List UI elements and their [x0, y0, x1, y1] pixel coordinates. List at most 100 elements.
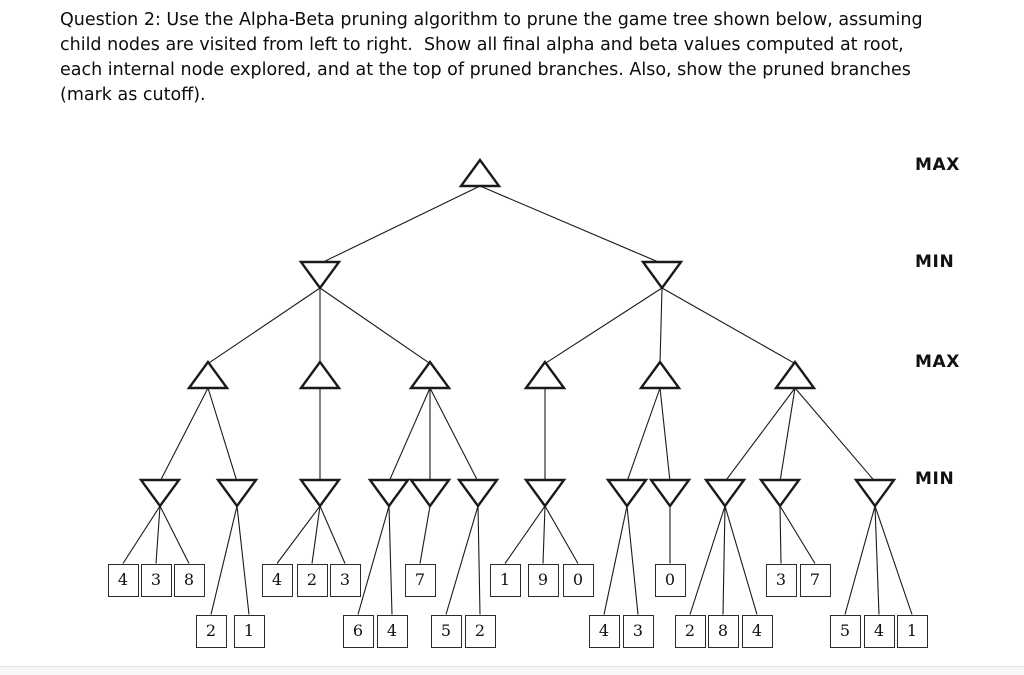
tree-edge	[429, 387, 479, 482]
tree-edge-to-leaf	[159, 505, 190, 564]
max-node-triangle[interactable]	[638, 359, 682, 390]
min-node-triangle[interactable]	[648, 478, 692, 509]
leaf-value-box[interactable]: 1	[233, 614, 265, 648]
tree-edge	[388, 387, 431, 482]
leaf-value-box[interactable]: 2	[195, 614, 227, 648]
leaf-value-box[interactable]: 4	[863, 614, 895, 648]
min-node-triangle[interactable]	[605, 478, 649, 509]
min-node-triangle[interactable]	[456, 478, 500, 509]
leaf-value-box[interactable]: 2	[464, 614, 496, 648]
min-node-triangle[interactable]	[215, 478, 259, 509]
tree-edge-to-leaf	[419, 505, 431, 564]
min-node-triangle[interactable]	[640, 260, 684, 291]
leaf-value-box[interactable]: 2	[674, 614, 706, 648]
question-prompt-text: Question 2: Use the Alpha-Beta pruning a…	[60, 10, 929, 105]
min-node-triangle[interactable]	[758, 478, 802, 509]
leaf-value-box[interactable]: 8	[173, 563, 205, 597]
max-node-triangle[interactable]	[458, 157, 502, 188]
tree-edge-to-leaf	[779, 505, 816, 564]
leaf-value-box[interactable]: 9	[527, 563, 559, 597]
tree-edge	[659, 387, 671, 482]
leaf-value-box[interactable]: 1	[489, 563, 521, 597]
max-node-triangle[interactable]	[186, 359, 230, 390]
max-node-triangle[interactable]	[773, 359, 817, 390]
leaf-value-box[interactable]: 1	[896, 614, 928, 648]
leaf-value-box[interactable]: 6	[342, 614, 374, 648]
tree-edges-group	[122, 185, 913, 615]
leaf-value-box[interactable]: 5	[829, 614, 861, 648]
tree-edge-to-leaf	[210, 505, 238, 615]
min-node-triangle[interactable]	[298, 478, 342, 509]
tree-edge-to-leaf	[779, 505, 782, 564]
max-node-triangle[interactable]	[298, 359, 342, 390]
tree-edge	[319, 287, 431, 365]
leaf-value-box[interactable]: 0	[654, 563, 686, 597]
tree-nodes-group	[138, 157, 897, 509]
tree-edge-to-leaf	[844, 505, 876, 615]
leaf-value-box[interactable]: 4	[376, 614, 408, 648]
tree-edge-to-leaf	[542, 505, 546, 564]
tree-edge-to-leaf	[603, 505, 628, 615]
min-node-triangle[interactable]	[367, 478, 411, 509]
tree-edge	[159, 387, 209, 482]
tree-edge	[207, 287, 321, 365]
leaf-value-box[interactable]: 4	[588, 614, 620, 648]
tree-edge-to-leaf	[689, 505, 726, 615]
level-label-max-0: MAX	[915, 155, 960, 175]
min-node-triangle[interactable]	[298, 260, 342, 291]
leaf-value-box[interactable]: 2	[296, 563, 328, 597]
leaf-value-box[interactable]: 4	[741, 614, 773, 648]
tree-edge-to-leaf	[724, 505, 758, 615]
leaf-value-box[interactable]: 5	[430, 614, 462, 648]
leaf-value-box[interactable]: 0	[562, 563, 594, 597]
min-node-triangle[interactable]	[523, 478, 567, 509]
level-label-max-2: MAX	[915, 352, 960, 372]
min-node-triangle[interactable]	[853, 478, 897, 509]
level-label-min-3: MIN	[915, 469, 955, 489]
min-node-triangle[interactable]	[408, 478, 452, 509]
tree-edge-to-leaf	[874, 505, 880, 615]
leaf-value-box[interactable]: 3	[140, 563, 172, 597]
tree-edge	[626, 387, 661, 482]
leaf-value-box[interactable]: 4	[107, 563, 139, 597]
tree-edge	[319, 185, 481, 265]
tree-edge-to-leaf	[445, 505, 479, 615]
tree-edge-to-leaf	[504, 505, 546, 564]
tree-edge-to-leaf	[155, 505, 161, 564]
tree-edge-to-leaf	[477, 505, 481, 615]
tree-edge-to-leaf	[544, 505, 579, 564]
tree-edge-to-leaf	[626, 505, 639, 615]
leaf-value-box[interactable]: 8	[707, 614, 739, 648]
tree-edge-to-leaf	[874, 505, 913, 615]
tree-edge-to-leaf	[388, 505, 393, 615]
tree-edge	[794, 387, 876, 482]
tree-edge	[544, 287, 663, 365]
leaf-value-box[interactable]: 3	[329, 563, 361, 597]
tree-edge-to-leaf	[276, 505, 321, 564]
leaf-value-box[interactable]: 3	[622, 614, 654, 648]
max-node-triangle[interactable]	[523, 359, 567, 390]
max-node-triangle[interactable]	[408, 359, 452, 390]
tree-edge	[659, 287, 663, 364]
tree-edge-to-leaf	[722, 505, 726, 615]
tree-edge-to-leaf	[319, 505, 346, 564]
tree-edge	[724, 387, 796, 482]
tree-edge-to-leaf	[357, 505, 390, 615]
tree-edge	[661, 287, 796, 365]
leaf-value-box[interactable]: 4	[261, 563, 293, 597]
min-node-triangle[interactable]	[138, 478, 182, 509]
tree-edge-to-leaf	[236, 505, 250, 615]
min-node-triangle[interactable]	[703, 478, 747, 509]
tree-edge	[479, 185, 663, 265]
page-bottom-strip	[0, 666, 1024, 675]
tree-edge-to-leaf	[122, 505, 161, 564]
leaf-value-box[interactable]: 3	[765, 563, 797, 597]
level-label-min-1: MIN	[915, 252, 955, 272]
tree-edge-to-leaf	[311, 505, 321, 564]
tree-edge	[207, 387, 238, 482]
leaf-value-box[interactable]: 7	[404, 563, 436, 597]
leaf-value-box[interactable]: 7	[799, 563, 831, 597]
